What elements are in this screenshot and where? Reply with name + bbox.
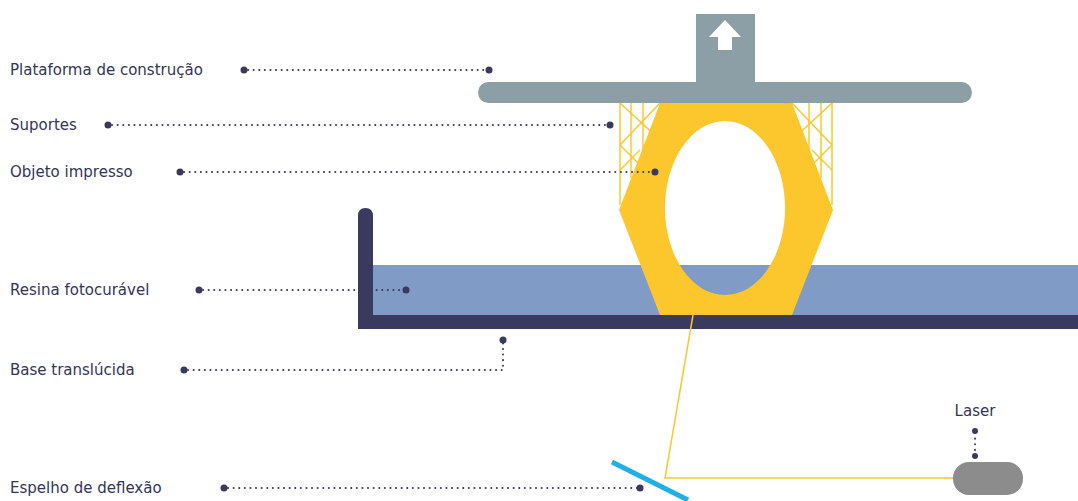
up-arrow-icon [709,20,741,50]
build-platform [478,82,972,103]
part-label: Objeto impresso [10,163,133,181]
part-label: Resina fotocurável [10,281,149,299]
part-label: Espelho de deflexão [10,479,162,497]
deflection-mirror [612,462,688,500]
part-label: Plataforma de construção [10,61,203,79]
leader-lines [112,70,975,488]
part-label: Laser [955,402,996,420]
leader-dots [105,67,979,492]
part-label: Base translúcida [10,361,135,379]
laser-beam [665,315,955,478]
laser-unit [953,462,1023,495]
part-label: Suportes [10,116,77,134]
platform-stem [696,14,755,86]
printed-object [619,103,833,315]
